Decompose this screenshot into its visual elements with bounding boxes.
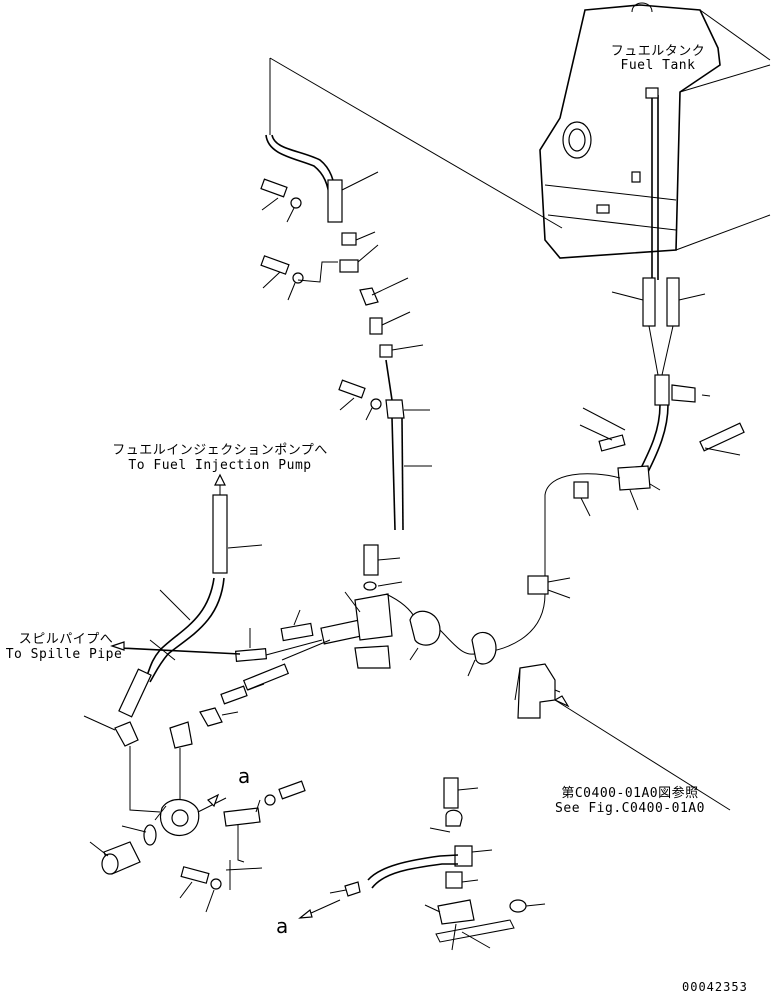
injection-pump-label-en: To Fuel Injection Pump — [128, 458, 312, 473]
spill-pipe-label-jp: スピルパイプへ — [18, 632, 114, 647]
injection-pump-label-jp: フュエルインジェクションポンプへ — [112, 443, 328, 458]
mount-bracket — [514, 663, 731, 811]
bolt-set-upper — [260, 178, 338, 301]
lower-fittings — [83, 683, 265, 875]
tank-outlet-pipes — [611, 87, 706, 376]
callout-a-bottom: a — [276, 914, 289, 938]
lower-bracket — [179, 780, 306, 913]
drawing-number: 00042353 — [682, 980, 748, 994]
left-hoses — [110, 473, 331, 718]
see-fig-label-en: See Fig.C0400-01A0 — [555, 801, 705, 816]
callout-a-top: a — [238, 764, 251, 788]
fuel-tank — [539, 2, 771, 259]
center-union — [320, 591, 497, 677]
fuel-tank-label-jp: フュエルタンク — [610, 44, 706, 59]
fuel-tank-label-en: Fuel Tank — [620, 58, 696, 73]
see-fig-label-jp: 第C0400-01A0図参照 — [561, 786, 699, 801]
right-hose — [579, 374, 745, 517]
reference-line — [269, 57, 563, 229]
lower-right-assembly — [298, 777, 546, 951]
spill-pipe-label-en: To Spille Pipe — [5, 647, 123, 662]
return-line — [486, 473, 621, 653]
upper-pipe-chain — [265, 134, 432, 531]
center-bolt-stack — [363, 544, 403, 591]
